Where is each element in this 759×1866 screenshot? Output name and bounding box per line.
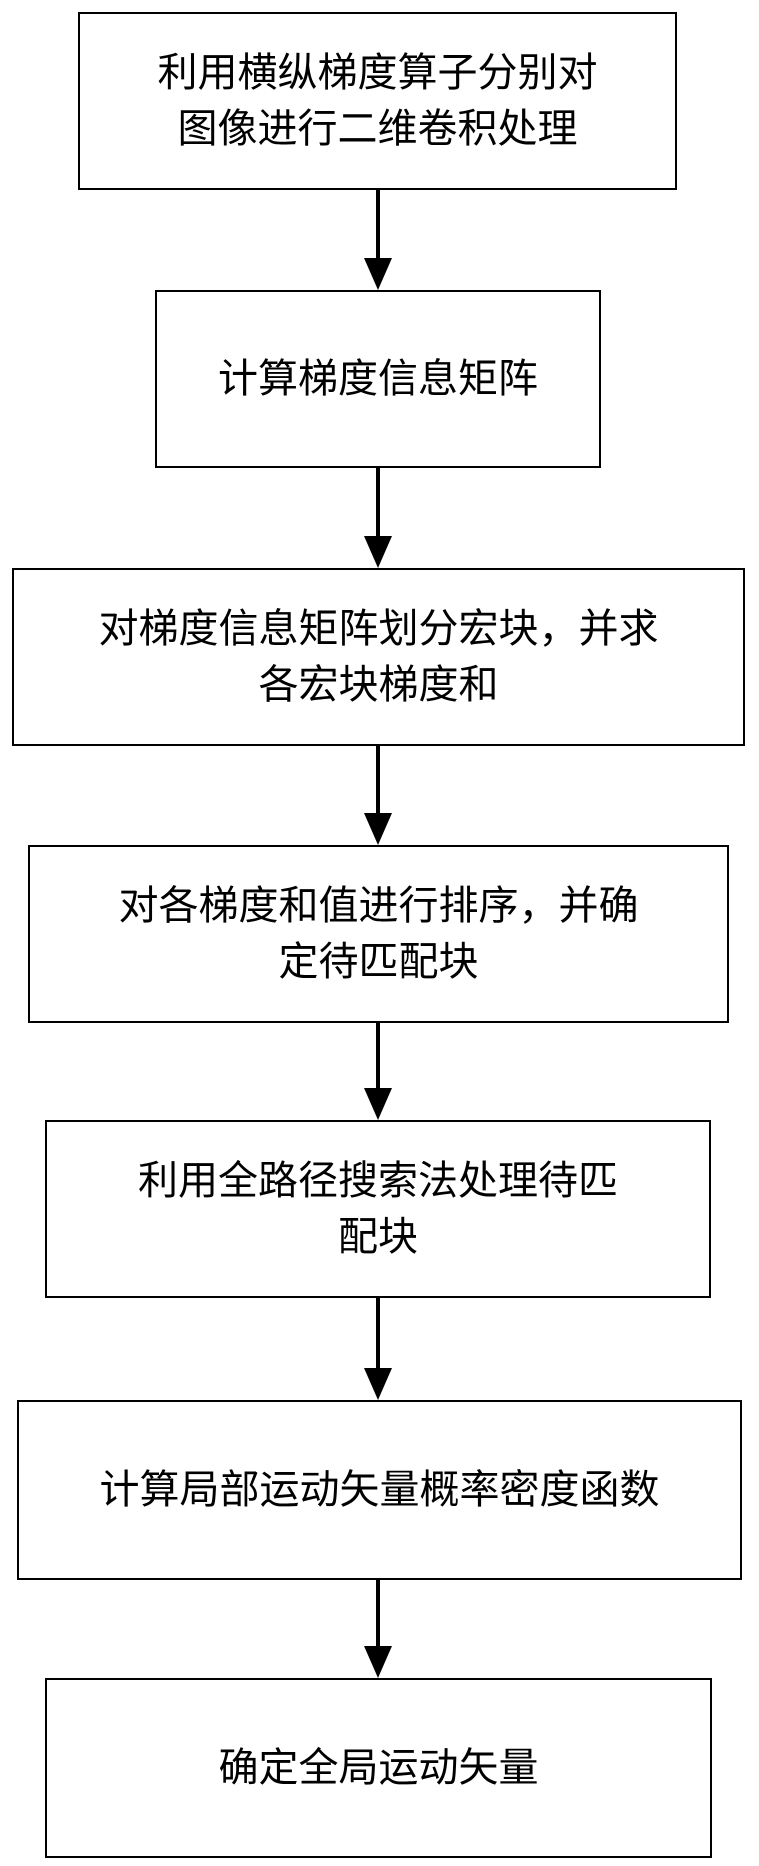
- step-box-full-search: 利用全路径搜索法处理待匹 配块: [45, 1120, 711, 1298]
- step-label: 确定全局运动矢量: [218, 1745, 539, 1791]
- arrow-6-head: [364, 1646, 392, 1678]
- step-label: 计算局部运动矢量概率密度函数: [99, 1467, 660, 1513]
- arrow-2-head: [364, 536, 392, 568]
- step-label: 对梯度信息矩阵划分宏块，并求 各宏块梯度和: [98, 606, 659, 708]
- arrow-4-head: [364, 1088, 392, 1120]
- step-label: 利用横纵梯度算子分别对 图像进行二维卷积处理: [157, 50, 598, 152]
- step-box-gradient-matrix: 计算梯度信息矩阵: [155, 290, 601, 468]
- arrow-5-head: [364, 1368, 392, 1400]
- step-label: 对各梯度和值进行排序，并确 定待匹配块: [118, 883, 639, 985]
- step-box-gradient-convolution: 利用横纵梯度算子分别对 图像进行二维卷积处理: [78, 12, 677, 190]
- step-box-global-motion-vector: 确定全局运动矢量: [45, 1678, 712, 1858]
- arrow-3-head: [364, 813, 392, 845]
- step-label: 利用全路径搜索法处理待匹 配块: [138, 1158, 618, 1260]
- step-box-local-motion-pdf: 计算局部运动矢量概率密度函数: [17, 1400, 742, 1580]
- step-box-macroblock-division: 对梯度信息矩阵划分宏块，并求 各宏块梯度和: [12, 568, 745, 746]
- arrow-1-head: [364, 258, 392, 290]
- step-label: 计算梯度信息矩阵: [218, 356, 538, 402]
- step-box-sort-gradient-sums: 对各梯度和值进行排序，并确 定待匹配块: [28, 845, 729, 1023]
